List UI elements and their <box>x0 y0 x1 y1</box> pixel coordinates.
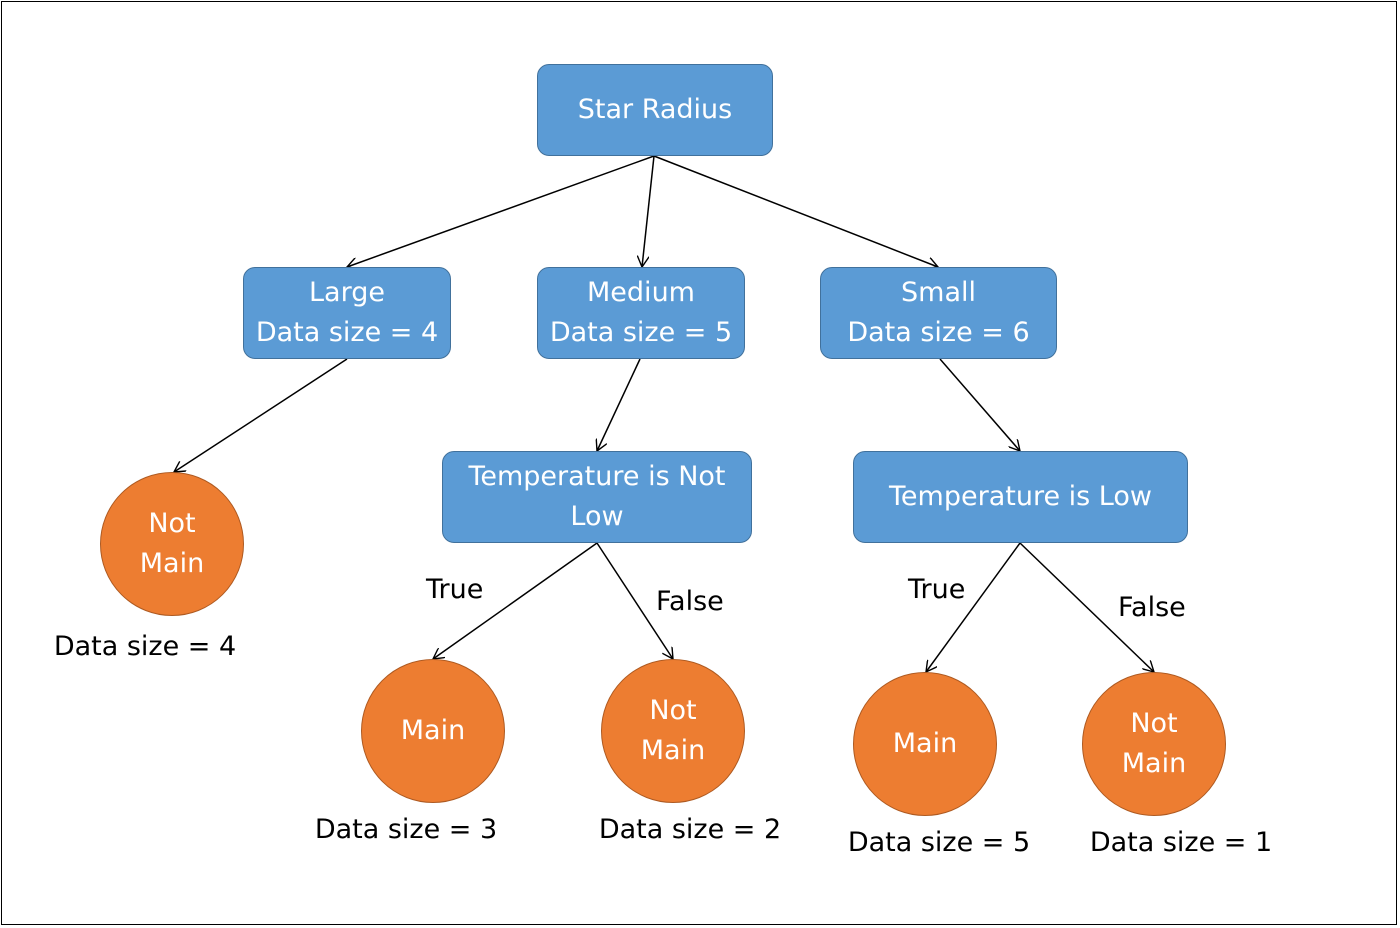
large-leaf: Not Main <box>100 472 244 616</box>
medium-false-leaf: Not Main <box>601 659 745 803</box>
small-data-size: Data size = 6 <box>847 317 1030 348</box>
medium-true-label: True <box>426 574 484 605</box>
medium-false-leaf-line1: Not <box>649 695 697 726</box>
medium-label: Medium <box>587 277 695 308</box>
edge-root-large <box>347 155 655 267</box>
root-node: Star Radius <box>537 64 773 156</box>
edge-small-false <box>1019 542 1154 672</box>
medium-node: Medium Data size = 5 <box>537 267 745 359</box>
small-false-data-size: Data size = 1 <box>1089 827 1273 858</box>
small-label: Small <box>901 277 976 308</box>
root-label: Star Radius <box>577 94 733 125</box>
medium-false-leaf-line2: Main <box>640 735 706 766</box>
edge-medium-false <box>596 542 673 659</box>
large-leaf-line1: Not <box>148 508 196 539</box>
small-true-leaf: Main <box>853 672 997 816</box>
small-true-leaf-label: Main <box>892 728 958 759</box>
medium-false-label: False <box>656 586 724 617</box>
medium-true-data-size: Data size = 3 <box>314 814 498 845</box>
large-leaf-data-size: Data size = 4 <box>53 631 237 662</box>
medium-data-size: Data size = 5 <box>549 317 733 348</box>
medium-true-leaf: Main <box>361 659 505 803</box>
medium-condition-line2: Low <box>570 501 624 532</box>
small-condition-node: Temperature is Low <box>853 451 1188 543</box>
small-node: Small Data size = 6 <box>820 267 1057 359</box>
large-data-size: Data size = 4 <box>255 317 439 348</box>
edge-medium-true <box>433 542 598 659</box>
edge-medium-condition <box>597 358 641 451</box>
medium-true-leaf-label: Main <box>400 715 466 746</box>
edge-small-condition <box>939 358 1020 451</box>
small-false-leaf: Not Main <box>1082 672 1226 816</box>
large-leaf-line2: Main <box>139 548 205 579</box>
large-label: Large <box>309 277 385 308</box>
small-false-label: False <box>1118 592 1186 623</box>
small-true-label: True <box>908 574 966 605</box>
small-condition-label: Temperature is Low <box>889 481 1152 512</box>
small-true-data-size: Data size = 5 <box>847 827 1031 858</box>
medium-condition-line1: Temperature is Not <box>468 461 726 492</box>
medium-condition-node: Temperature is Not Low <box>442 451 752 543</box>
edge-large-leaf <box>174 358 348 472</box>
edge-root-small <box>653 155 938 267</box>
small-false-leaf-line1: Not <box>1130 708 1178 739</box>
small-false-leaf-line2: Main <box>1121 748 1187 779</box>
medium-false-data-size: Data size = 2 <box>598 814 782 845</box>
edge-small-true <box>926 542 1021 672</box>
large-node: Large Data size = 4 <box>243 267 451 359</box>
edge-root-medium <box>642 155 655 267</box>
